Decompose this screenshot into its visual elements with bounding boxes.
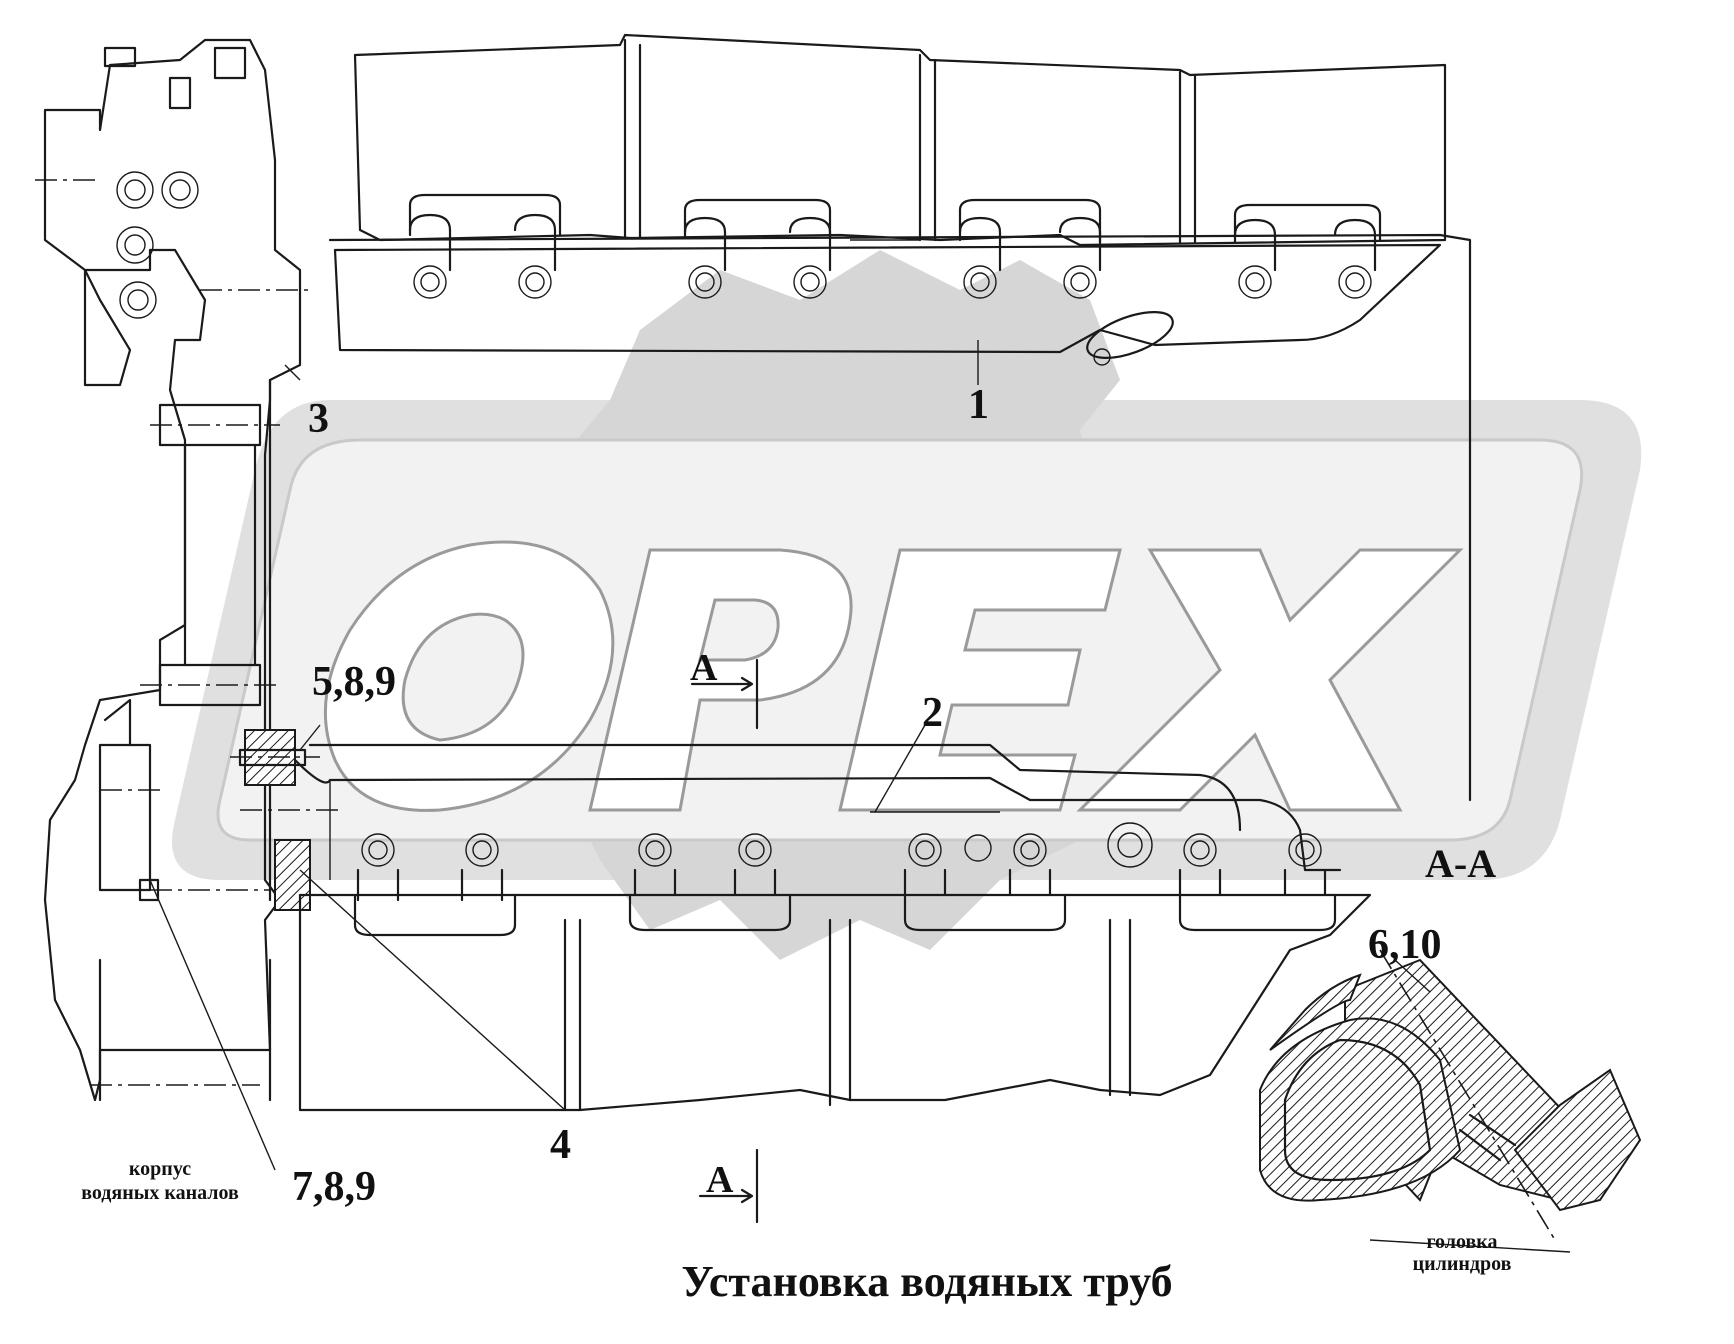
callouts: 1 2 3 4 5,8,9 6,10 7,8,9 — [292, 382, 1442, 1210]
callout-2: 2 — [922, 690, 943, 736]
callout-4: 4 — [550, 1122, 571, 1168]
head-note-line2: цилиндров — [1413, 1253, 1512, 1275]
callout-3: 3 — [308, 396, 329, 442]
upper-manifold — [328, 33, 1472, 802]
section-aa-detail — [1259, 949, 1642, 1241]
section-mark-top: A — [690, 647, 718, 689]
section-mark-bottom: A — [706, 1159, 734, 1201]
housing-note-line2: водяных каналов — [81, 1182, 239, 1204]
head-note-line1: головка — [1426, 1231, 1497, 1253]
lower-manifold — [298, 822, 1372, 1112]
section-view-title: А-А — [1425, 841, 1496, 886]
callout-1: 1 — [968, 382, 989, 428]
water-channel-housing — [35, 38, 340, 1102]
upper-bolts — [408, 213, 1377, 366]
callout-6-10: 6,10 — [1368, 922, 1442, 968]
callout-5-8-9: 5,8,9 — [312, 659, 396, 705]
lower-pipe — [293, 743, 1342, 880]
housing-note-line1: корпус — [129, 1158, 191, 1180]
section-cut-marks — [690, 658, 759, 1224]
watermark — [172, 250, 1642, 960]
callout-7-8-9: 7,8,9 — [292, 1164, 376, 1210]
leader-lines — [149, 340, 1571, 1253]
drawing-caption: Установка водяных труб — [681, 1257, 1172, 1306]
fitting-upper — [230, 729, 320, 786]
fitting-lower — [138, 839, 311, 911]
